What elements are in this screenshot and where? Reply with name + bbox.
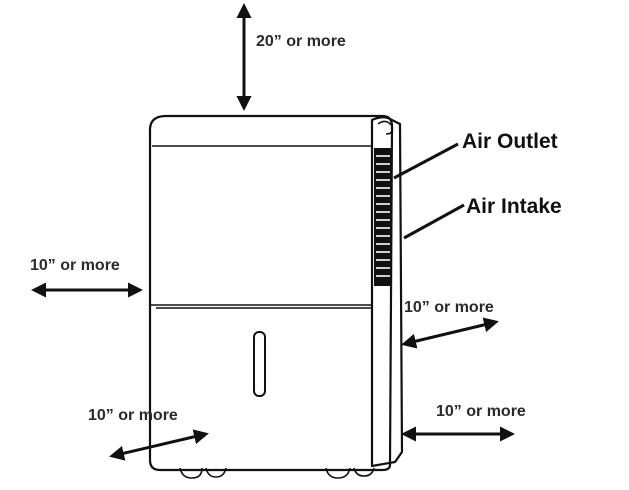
air-outlet-label: Air Outlet [462,130,558,153]
bucket-handle [253,331,266,397]
wheel-rear-right [353,467,375,477]
right-upper-clearance-arrow [401,317,499,349]
bottom-left-clearance-label: 10” or more [88,407,178,424]
right-upper-clearance-label: 10” or more [404,299,494,316]
dehumidifier-unit [148,114,404,479]
wheel-front-left [179,467,203,479]
left-clearance-label: 10” or more [30,257,120,274]
air-intake-label: Air Intake [466,195,562,218]
caster-wheels [179,467,375,479]
bottom-left-clearance-arrow [109,429,209,461]
unit-front-body [148,114,394,472]
bottom-right-clearance-label: 10” or more [436,403,526,420]
top-clearance-label: 20” or more [256,33,346,50]
air-vent-grille [374,148,392,286]
air-outlet-leader-line [393,142,459,180]
top-corner-curl [377,120,394,135]
wheel-front-right [325,467,351,479]
air-intake-leader-line [403,203,465,240]
unit-side-panel [370,116,404,468]
wheel-rear-left [205,467,227,478]
